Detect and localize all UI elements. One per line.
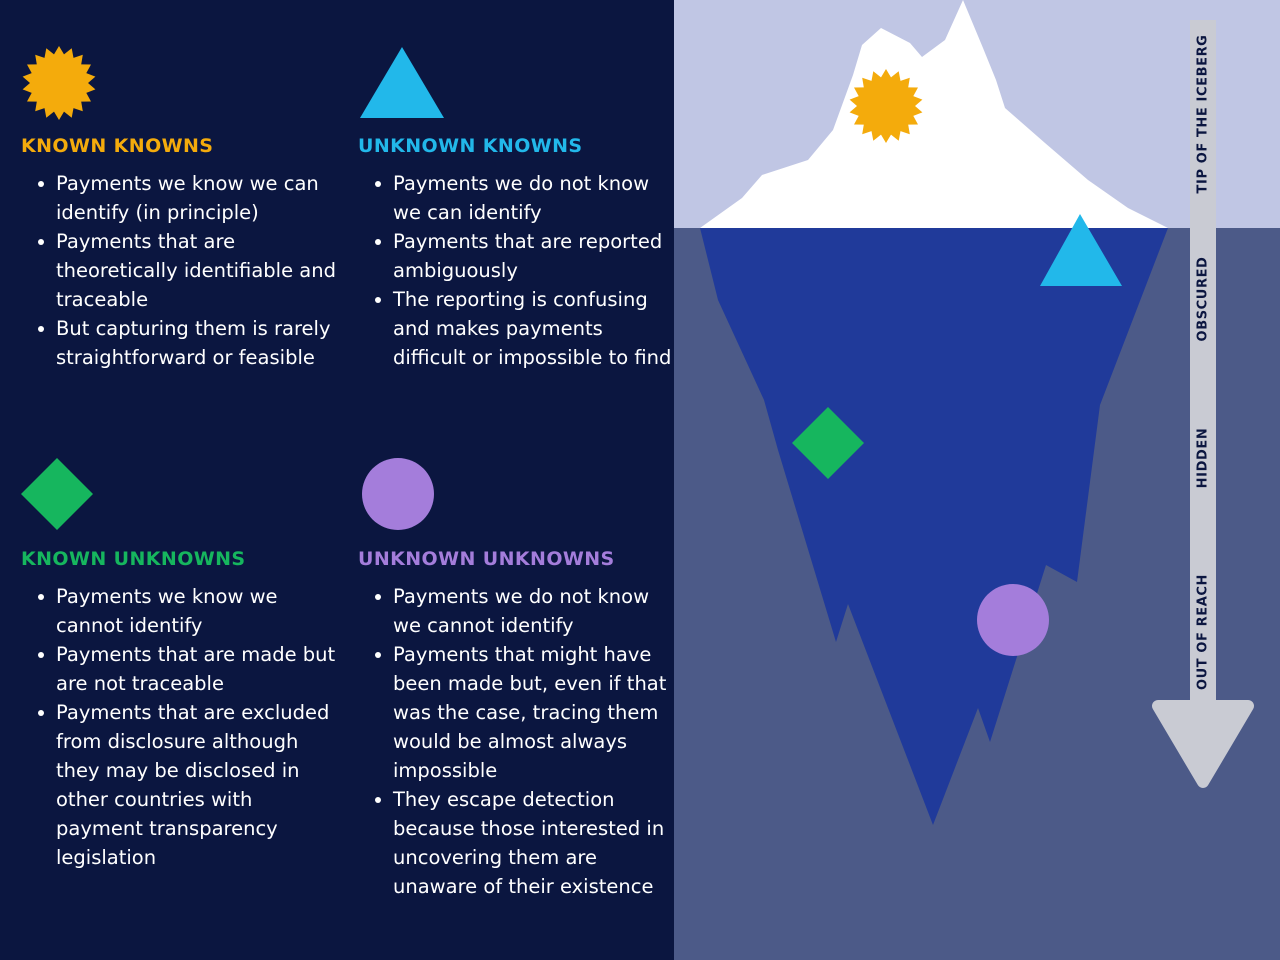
triangle-icon <box>1040 214 1122 286</box>
list-item: Payments we know we cannot identify <box>21 582 341 640</box>
unknown-knowns-list: Payments we do not know we can identify … <box>358 169 678 372</box>
unknown-unknowns-title: UNKNOWN UNKNOWNS <box>358 548 615 570</box>
list-item: The reporting is confusing and makes pay… <box>358 285 678 372</box>
sunburst-icon <box>22 46 96 120</box>
triangle-icon <box>360 47 444 118</box>
list-item: Payments that are excluded from disclosu… <box>21 698 341 872</box>
known-unknowns-list: Payments we know we cannot identify Paym… <box>21 582 341 872</box>
known-knowns-list: Payments we know we can identify (in pri… <box>21 169 341 372</box>
iceberg-illustration <box>674 0 1280 960</box>
list-item: Payments that might have been made but, … <box>358 640 678 785</box>
list-item: Payments that are reported ambiguously <box>358 227 678 285</box>
depth-arrow <box>1152 20 1254 788</box>
depth-label-hidden: HIDDEN <box>1195 427 1211 489</box>
quadrant-panel: KNOWN KNOWNS Payments we know we can ide… <box>21 46 672 898</box>
depth-label-obscured: OBSCURED <box>1195 256 1211 342</box>
diamond-icon <box>21 458 93 530</box>
sunburst-icon <box>849 69 923 143</box>
list-item: Payments we do not know we can identify <box>358 169 678 227</box>
iceberg-underwater <box>700 228 1168 825</box>
circle-icon <box>362 458 434 530</box>
iceberg-tip <box>700 0 1168 228</box>
list-item: Payments that are made but are not trace… <box>21 640 341 698</box>
list-item: But capturing them is rarely straightfor… <box>21 314 341 372</box>
list-item: Payments we know we can identify (in pri… <box>21 169 341 227</box>
unknown-unknowns-list: Payments we do not know we cannot identi… <box>358 582 678 901</box>
diamond-icon <box>792 407 864 479</box>
unknown-knowns-title: UNKNOWN KNOWNS <box>358 135 583 157</box>
list-item: Payments that are theoretically identifi… <box>21 227 341 314</box>
circle-icon <box>977 584 1049 656</box>
list-item: They escape detection because those inte… <box>358 785 678 901</box>
list-item: Payments we do not know we cannot identi… <box>358 582 678 640</box>
iceberg-svg <box>674 0 1280 960</box>
known-knowns-title: KNOWN KNOWNS <box>21 135 214 157</box>
depth-label-out-of-reach: OUT OF REACH <box>1195 573 1211 691</box>
known-unknowns-title: KNOWN UNKNOWNS <box>21 548 246 570</box>
depth-label-tip: TIP OF THE ICEBERG <box>1195 34 1211 194</box>
